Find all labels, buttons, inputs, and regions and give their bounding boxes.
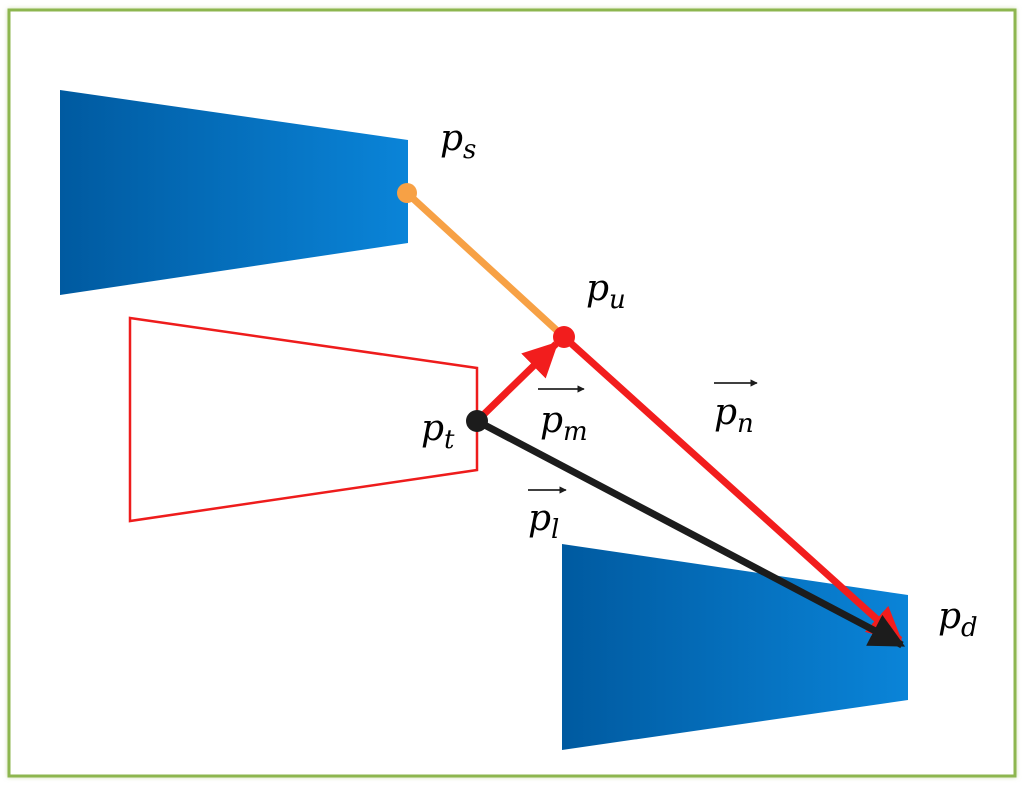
vector-pl-arrow xyxy=(475,417,906,649)
label-ps-sub: s xyxy=(463,135,476,165)
label-pn: pn xyxy=(714,392,754,439)
label-pd: pd xyxy=(938,596,978,643)
label-ps: ps xyxy=(440,118,476,165)
label-pu-main: p xyxy=(586,268,609,309)
ps-to-pu-link xyxy=(403,189,568,341)
target-outline-block xyxy=(128,316,479,523)
point-ps-dot xyxy=(397,183,417,203)
label-ps-main: p xyxy=(440,118,463,159)
label-pn-sub: n xyxy=(737,409,754,439)
vector-pn-arrow xyxy=(561,334,903,643)
label-pd-sub: d xyxy=(961,613,978,643)
destination-block xyxy=(562,544,908,750)
label-pu: pu xyxy=(586,268,626,315)
label-pl: pl xyxy=(528,498,559,545)
label-pd-main: p xyxy=(938,596,961,637)
point-pt-dot xyxy=(466,410,488,432)
vector-pm-arrow xyxy=(474,341,559,424)
label-pt: pt xyxy=(421,408,455,455)
label-pl-main: p xyxy=(528,498,551,539)
point-pu-dot xyxy=(553,326,575,348)
label-pm-sub: m xyxy=(563,417,588,447)
label-pm: pm xyxy=(540,400,588,447)
label-pt-sub: t xyxy=(444,425,455,455)
label-pm-main: p xyxy=(540,400,563,441)
label-pu-sub: u xyxy=(609,285,626,315)
label-pt-main: p xyxy=(421,408,444,449)
label-pl-sub: l xyxy=(551,515,559,545)
source-block xyxy=(60,90,408,295)
label-pn-main: p xyxy=(714,392,737,433)
